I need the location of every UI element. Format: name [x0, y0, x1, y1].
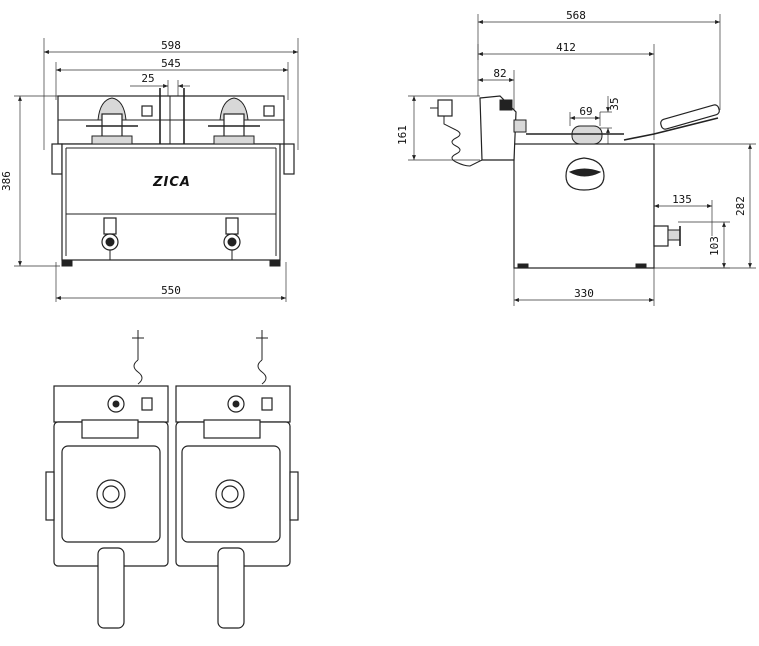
dim-label-body-height: 282	[734, 196, 747, 216]
dim-label-top-width: 545	[161, 57, 181, 70]
dim-label-cord-height: 161	[396, 125, 409, 145]
thermostat-left	[86, 88, 161, 145]
dimension-top-width: 545	[55, 57, 289, 100]
dim-label-overall-length: 568	[566, 9, 586, 22]
dimension-hook-width: 69	[569, 105, 601, 126]
dimension-overall-width: 598	[43, 38, 299, 150]
dim-label-hook-width: 69	[579, 105, 592, 118]
side-handle-right	[283, 143, 295, 175]
basket-handle-top-left	[97, 547, 125, 629]
side-view: 568 412 82 161 69	[396, 9, 756, 306]
dimension-body-to-handle: 412	[477, 41, 655, 140]
front-view: 598 545 25 386 550	[0, 38, 299, 302]
basket-handle-top-right	[217, 547, 245, 629]
dim-label-height: 386	[0, 171, 13, 191]
thermostat-right	[183, 88, 275, 145]
dimension-tap-length: 135	[653, 193, 713, 236]
foot-right	[269, 259, 281, 267]
dimension-hook-height: 35	[600, 96, 621, 144]
dimension-body-depth: 330	[513, 268, 655, 306]
drain-tap-right	[223, 217, 241, 260]
switch-left	[141, 105, 153, 117]
dim-label-overall-width: 598	[161, 39, 181, 52]
dimension-base-width: 550	[55, 262, 287, 302]
drain-tap-left	[101, 217, 119, 260]
dim-label-base-width: 550	[161, 284, 181, 297]
dim-label-hook-height: 35	[608, 97, 621, 110]
side-tap	[653, 225, 669, 247]
dim-label-panel-depth: 82	[493, 67, 506, 80]
dim-label-tap-length: 135	[672, 193, 692, 206]
dim-label-body-depth: 330	[574, 287, 594, 300]
top-view	[45, 330, 299, 629]
switch-right	[263, 105, 275, 117]
dim-label-body-to-handle: 412	[556, 41, 576, 54]
dim-label-tap-height: 103	[708, 236, 721, 256]
top-unit-right	[175, 330, 299, 629]
fryer-body	[61, 143, 281, 261]
dimension-height: 386	[0, 95, 60, 267]
dimension-cord-height: 161	[396, 95, 480, 161]
brand-logo: ZICA	[152, 175, 191, 190]
foot-left	[61, 259, 73, 267]
basket-handle	[660, 104, 720, 130]
dim-label-basket-handle: 25	[141, 72, 154, 85]
side-handle-left	[51, 143, 63, 175]
dimension-tap-height: 103	[678, 221, 730, 269]
top-unit-left	[45, 330, 169, 629]
basket-hook	[571, 125, 603, 145]
power-plug	[437, 99, 453, 117]
control-head	[479, 95, 517, 161]
